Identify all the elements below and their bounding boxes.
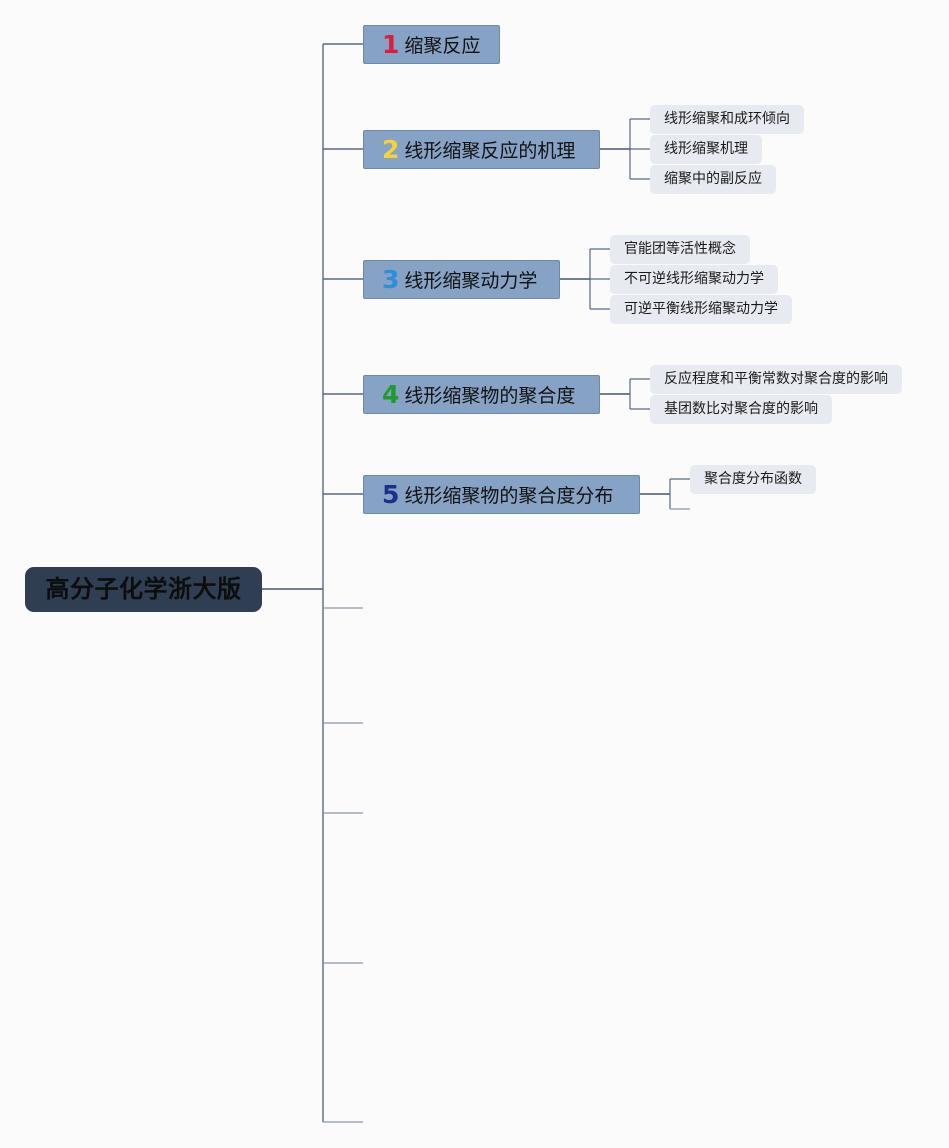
topic-2-number: 2 <box>382 135 400 164</box>
topic-5-subtopic-1[interactable]: 聚合度分布函数 <box>690 465 816 494</box>
topic-4-label: 线形缩聚物的聚合度 <box>404 385 576 407</box>
topic-4-subtopic-1[interactable]: 反应程度和平衡常数对聚合度的影响 <box>650 365 902 394</box>
topic-2-subtopic-3[interactable]: 缩聚中的副反应 <box>650 165 776 194</box>
topic-2-subtopic-2[interactable]: 线形缩聚机理 <box>650 135 762 164</box>
topic-1[interactable]: 1 缩聚反应 <box>363 25 500 64</box>
topic-3-subtopic-2[interactable]: 不可逆线形缩聚动力学 <box>610 265 778 294</box>
topic-2-label: 线形缩聚反应的机理 <box>404 140 576 162</box>
topic-3-subtopic-3[interactable]: 可逆平衡线形缩聚动力学 <box>610 295 792 324</box>
topic-4[interactable]: 4 线形缩聚物的聚合度 <box>363 375 600 414</box>
topic-3-number: 3 <box>382 265 400 294</box>
topic-4-subtopic-2[interactable]: 基团数比对聚合度的影响 <box>650 395 832 424</box>
topic-3[interactable]: 3 线形缩聚动力学 <box>363 260 560 299</box>
topic-5-number: 5 <box>382 480 400 509</box>
topic-3-label: 线形缩聚动力学 <box>404 270 538 292</box>
root-label: 高分子化学浙大版 <box>45 575 242 603</box>
topic-3-subtopic-1[interactable]: 官能团等活性概念 <box>610 235 750 264</box>
topic-4-number: 4 <box>382 380 400 409</box>
topic-5[interactable]: 5 线形缩聚物的聚合度分布 <box>363 475 640 514</box>
root-node[interactable]: 高分子化学浙大版 <box>25 567 262 612</box>
topic-2-subtopic-1[interactable]: 线形缩聚和成环倾向 <box>650 105 804 134</box>
topic-2[interactable]: 2 线形缩聚反应的机理 <box>363 130 600 169</box>
topic-1-label: 缩聚反应 <box>404 35 481 57</box>
topic-1-number: 1 <box>382 30 400 59</box>
topic-5-label: 线形缩聚物的聚合度分布 <box>404 485 614 507</box>
